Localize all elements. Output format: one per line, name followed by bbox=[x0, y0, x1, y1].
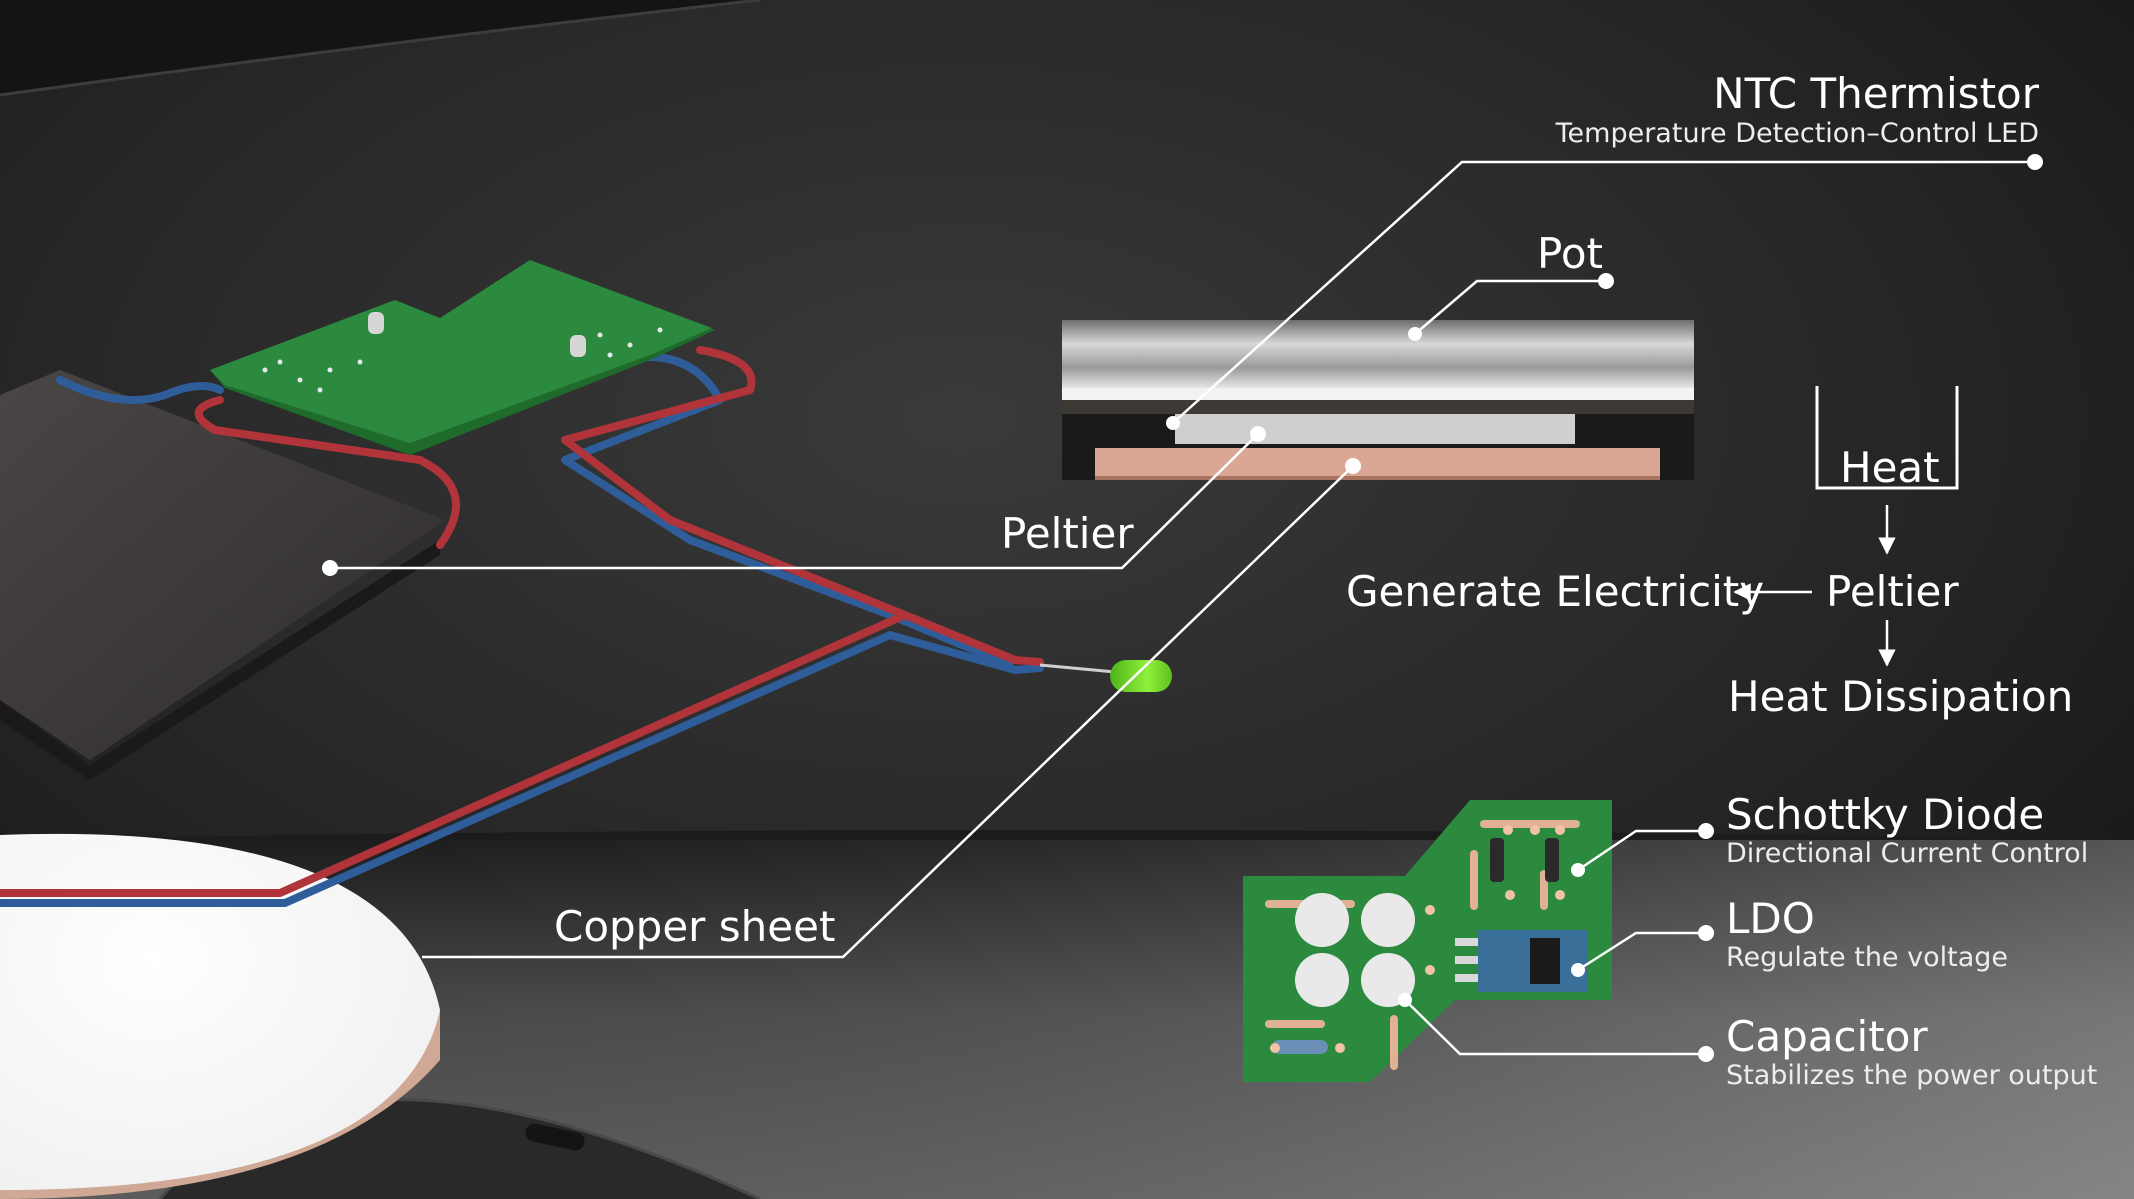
pot-cross-section bbox=[1062, 320, 1694, 480]
capacitor-subtitle: Stabilizes the power output bbox=[1726, 1060, 2098, 1091]
wires-red bbox=[0, 346, 1044, 897]
pot-label: Pot bbox=[1537, 229, 1603, 278]
schottky-diode-title: Schottky Diode bbox=[1726, 790, 2045, 839]
ldo-title: LDO bbox=[1726, 894, 1815, 943]
flow-heat: Heat bbox=[1840, 443, 1940, 492]
callout-dots bbox=[322, 154, 2043, 1062]
ldo-subtitle: Regulate the voltage bbox=[1726, 942, 2009, 973]
top-disc-edge bbox=[0, 0, 760, 95]
peltier-label: Peltier bbox=[1001, 509, 1134, 558]
callout-lines bbox=[330, 160, 2035, 1056]
top-disc-rim bbox=[0, 0, 761, 97]
copper-sheet-label: Copper sheet bbox=[554, 902, 836, 951]
usb-port bbox=[525, 1123, 585, 1151]
flow-generate-electricity: Generate Electricity bbox=[1346, 567, 1765, 616]
flow-heat-dissipation: Heat Dissipation bbox=[1728, 672, 2074, 721]
ntc-thermistor-subtitle: Temperature Detection–Control LED bbox=[1555, 118, 2039, 149]
white-disc bbox=[0, 833, 440, 1190]
capacitor-title: Capacitor bbox=[1726, 1012, 1928, 1061]
schottky-diode-subtitle: Directional Current Control bbox=[1726, 838, 2089, 869]
flow-peltier: Peltier bbox=[1826, 567, 1959, 616]
pcb-board-bottom bbox=[1243, 800, 1612, 1082]
ntc-thermistor-title: NTC Thermistor bbox=[1713, 69, 2039, 118]
heat-bracket bbox=[1815, 386, 1959, 490]
pcb-board-top bbox=[210, 260, 715, 455]
peltier-plate bbox=[0, 370, 445, 760]
